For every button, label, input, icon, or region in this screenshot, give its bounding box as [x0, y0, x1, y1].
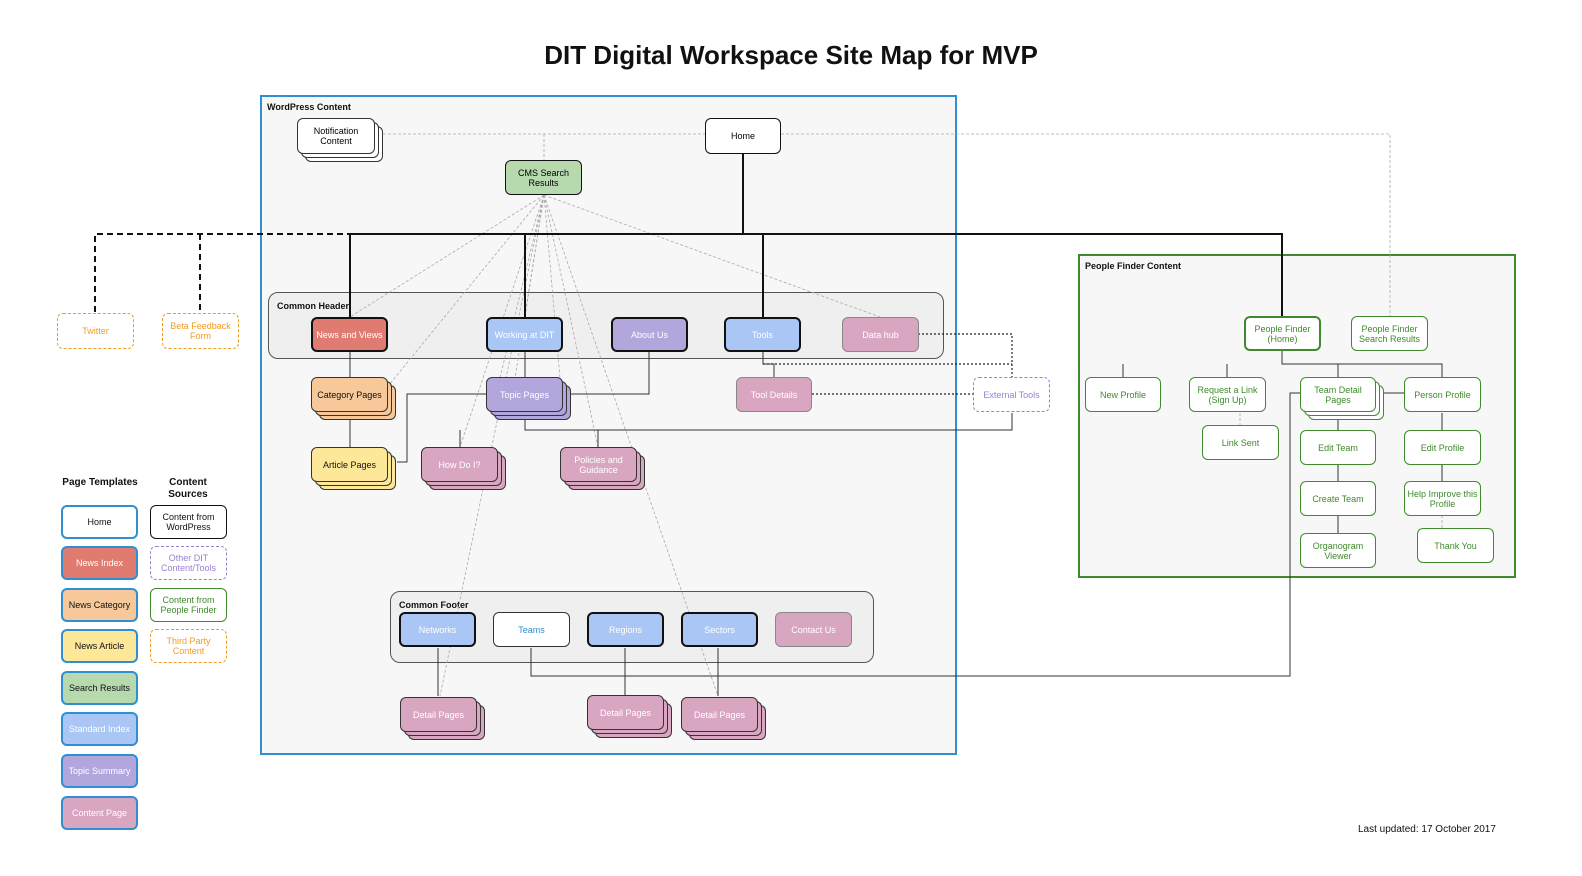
request-a-link-node[interactable]: Request a Link (Sign Up) — [1189, 377, 1266, 412]
people-finder-home-node[interactable]: People Finder (Home) — [1244, 316, 1321, 351]
regions-node[interactable]: Regions — [587, 612, 664, 647]
tool-details-node[interactable]: Tool Details — [736, 377, 812, 412]
legend-other-dit-content: Other DIT Content/Tools — [150, 546, 227, 580]
regions-detail-pages-node[interactable]: Detail Pages — [587, 695, 664, 730]
legend-content-from-wordpress: Content from WordPress — [150, 505, 227, 539]
teams-node[interactable]: Teams — [493, 612, 570, 647]
edit-profile-node[interactable]: Edit Profile — [1404, 430, 1481, 465]
organogram-viewer-node[interactable]: Organogram Viewer — [1300, 533, 1376, 568]
data-hub-node[interactable]: Data hub — [842, 317, 919, 352]
legend-page-templates-heading: Page Templates — [62, 477, 138, 488]
networks-node[interactable]: Networks — [399, 612, 476, 647]
diagram-title: DIT Digital Workspace Site Map for MVP — [544, 40, 1038, 70]
topic-pages-node[interactable]: Topic Pages — [486, 377, 563, 412]
notification-content-node[interactable]: Notification Content — [297, 118, 375, 154]
news-and-views-node[interactable]: News and Views — [311, 317, 388, 352]
legend-standard-index: Standard Index — [61, 712, 138, 746]
common-header-label: Common Header — [277, 301, 350, 311]
networks-detail-pages-node[interactable]: Detail Pages — [400, 697, 477, 732]
external-tools-node[interactable]: External Tools — [973, 377, 1050, 412]
legend-news-index: News Index — [61, 546, 138, 580]
people-finder-group-label: People Finder Content — [1085, 261, 1182, 271]
contact-us-node[interactable]: Contact Us — [775, 612, 852, 647]
legend-search-results: Search Results — [61, 671, 138, 705]
beta-feedback-form-node[interactable]: Beta Feedback Form — [162, 313, 239, 349]
legend-content-from-people-finder: Content from People Finder — [150, 588, 227, 622]
help-improve-profile-node[interactable]: Help Improve this Profile — [1404, 481, 1481, 516]
sectors-node[interactable]: Sectors — [681, 612, 758, 647]
legend-home: Home — [61, 505, 138, 539]
create-team-node[interactable]: Create Team — [1300, 481, 1376, 516]
wordpress-group-label: WordPress Content — [267, 102, 351, 112]
category-pages-node[interactable]: Category Pages — [311, 377, 388, 412]
legend-news-article: News Article — [61, 629, 138, 663]
home-node[interactable]: Home — [705, 118, 781, 154]
edit-team-node[interactable]: Edit Team — [1300, 430, 1376, 465]
legend-content-sources-heading: Content Sources — [168, 477, 208, 500]
article-pages-node[interactable]: Article Pages — [311, 447, 388, 482]
common-footer-label: Common Footer — [399, 600, 469, 610]
legend-third-party-content: Third Party Content — [150, 629, 227, 663]
legend-topic-summary: Topic Summary — [61, 754, 138, 788]
about-us-node[interactable]: About Us — [611, 317, 688, 352]
legend-content-page: Content Page — [61, 796, 138, 830]
cms-search-results-node[interactable]: CMS Search Results — [505, 160, 582, 195]
twitter-node[interactable]: Twitter — [57, 313, 134, 349]
policies-and-guidance-node[interactable]: Policies and Guidance — [560, 447, 637, 482]
legend-news-category: News Category — [61, 588, 138, 622]
team-detail-pages-node[interactable]: Team Detail Pages — [1300, 377, 1376, 412]
how-do-i-node[interactable]: How Do I? — [421, 447, 498, 482]
people-finder-search-results-node[interactable]: People Finder Search Results — [1351, 316, 1428, 351]
thank-you-node[interactable]: Thank You — [1417, 528, 1494, 563]
link-sent-node[interactable]: Link Sent — [1202, 425, 1279, 460]
last-updated-text: Last updated: 17 October 2017 — [1358, 824, 1496, 835]
tools-node[interactable]: Tools — [724, 317, 801, 352]
sectors-detail-pages-node[interactable]: Detail Pages — [681, 697, 758, 732]
person-profile-node[interactable]: Person Profile — [1404, 377, 1481, 412]
working-at-dit-node[interactable]: Working at DIT — [486, 317, 563, 352]
new-profile-node[interactable]: New Profile — [1085, 377, 1161, 412]
